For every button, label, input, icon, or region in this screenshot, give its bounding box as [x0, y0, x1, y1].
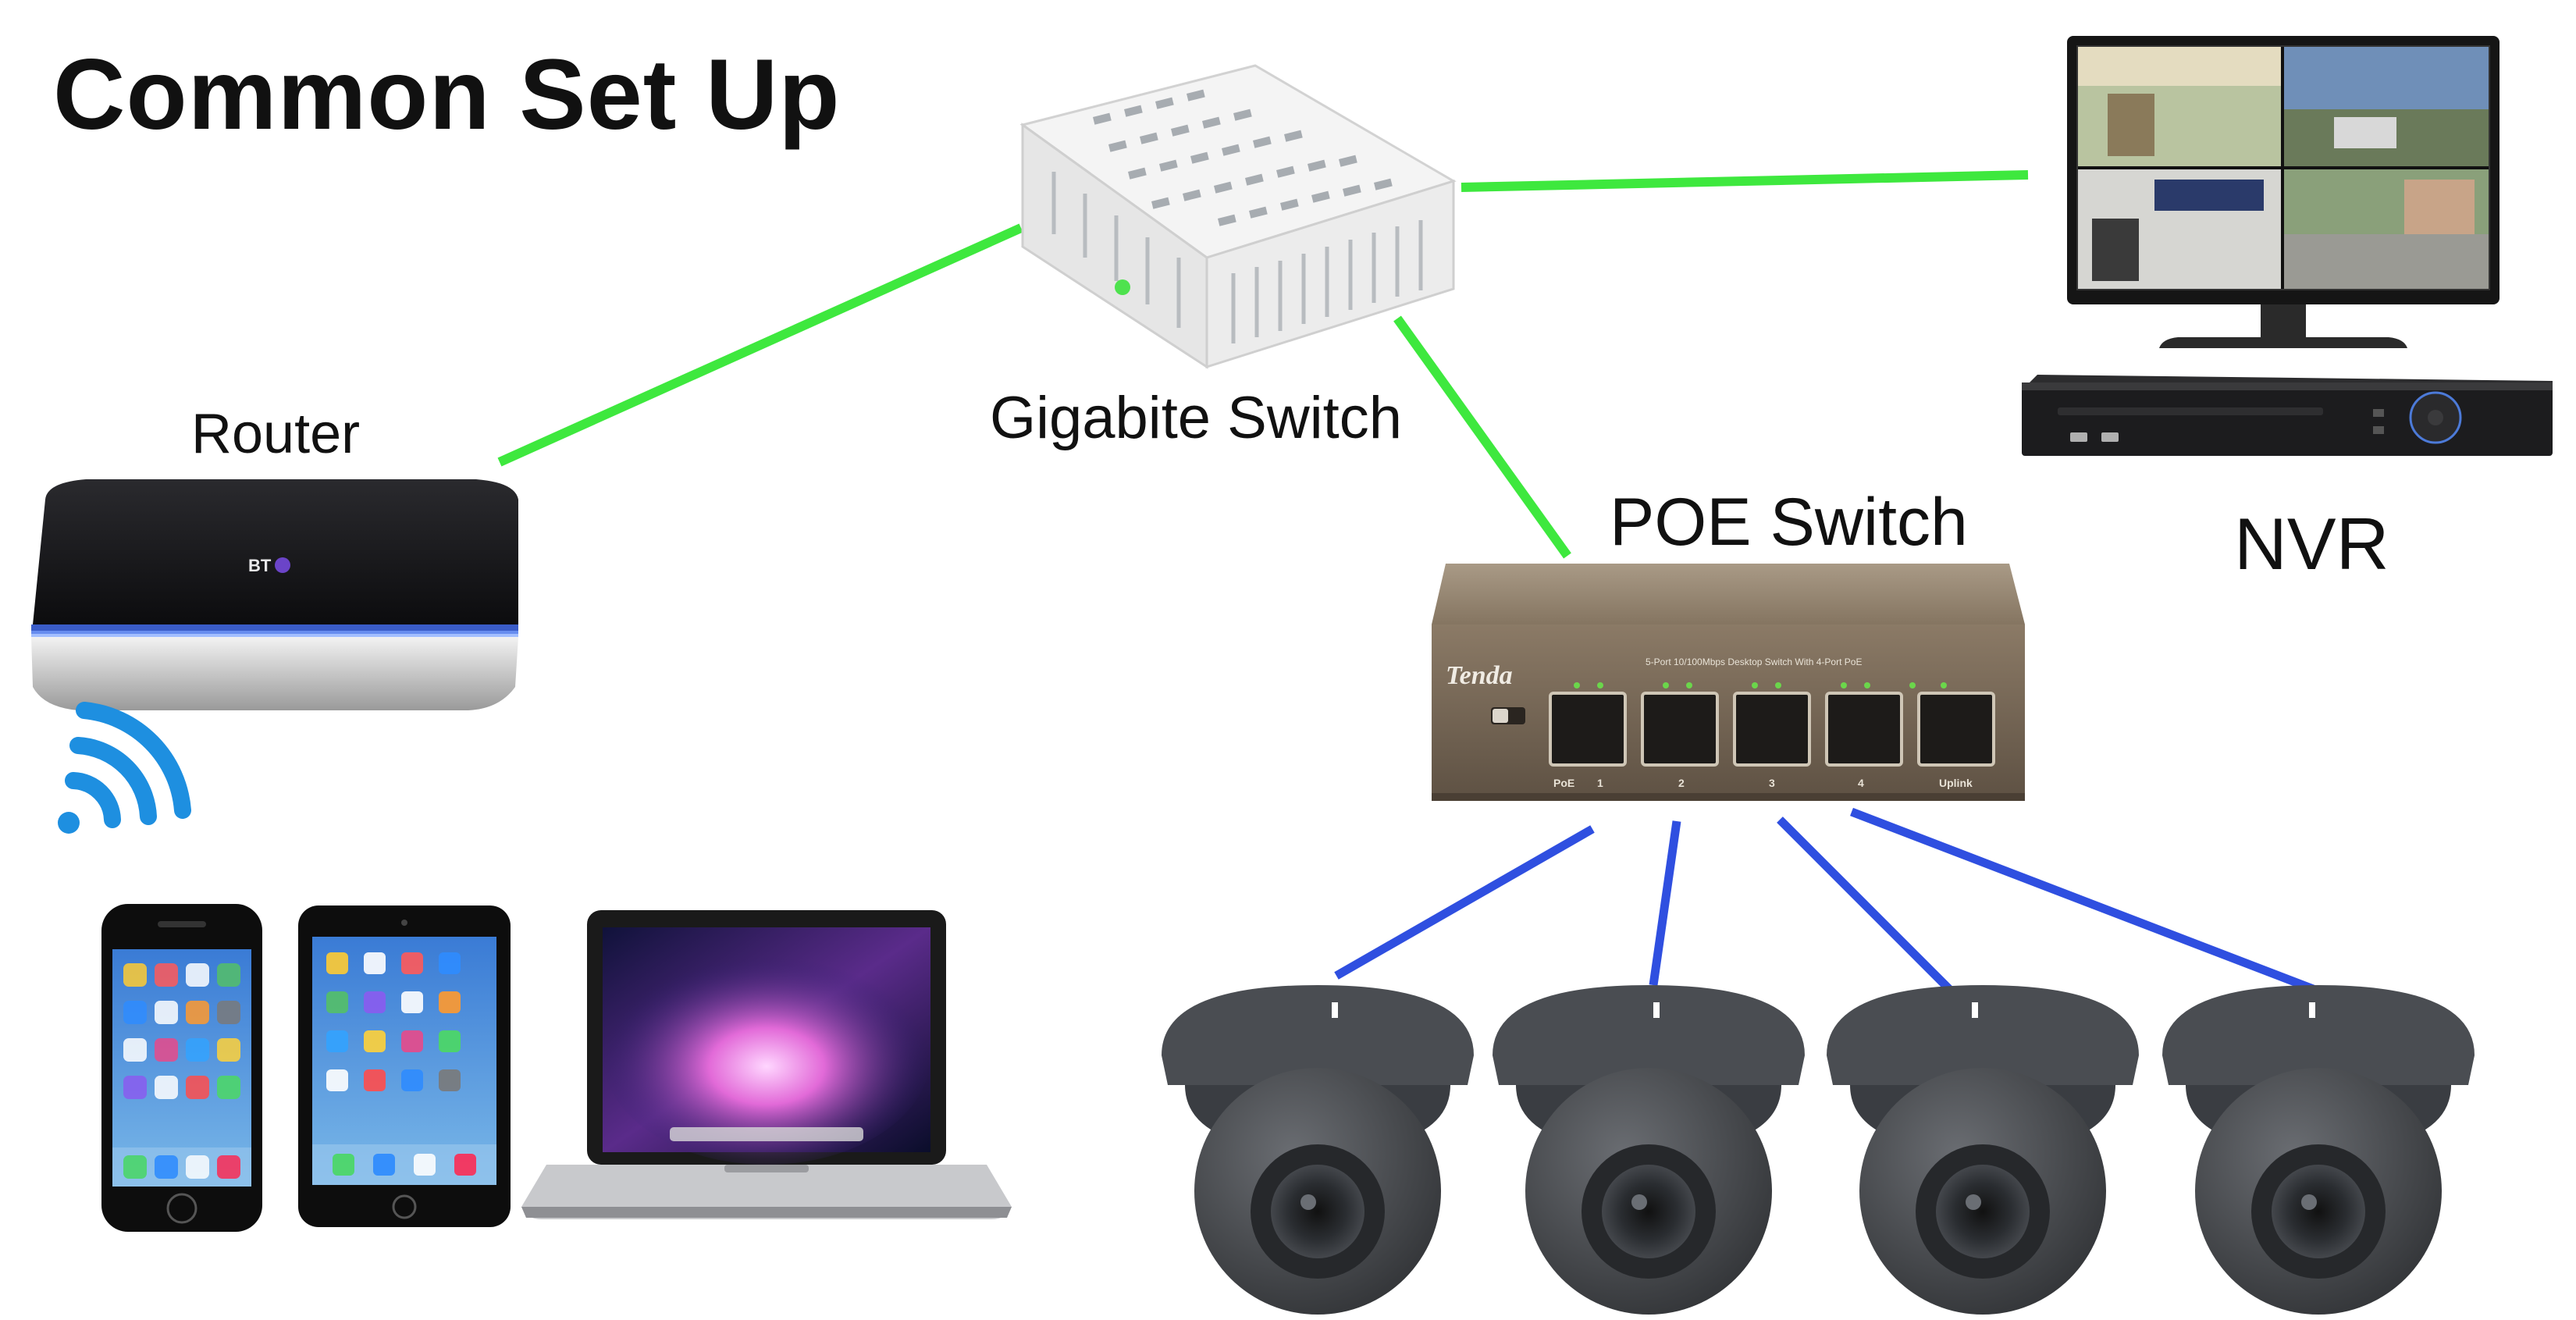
gigabit-switch-label: Gigabite Switch	[990, 385, 1403, 451]
wifi-icon	[58, 702, 191, 834]
ethernet-port-4	[1825, 692, 1903, 767]
gigabit-switch-icon	[1019, 64, 1457, 369]
laptop-icon	[521, 910, 1012, 1219]
smartphone-icon	[101, 904, 262, 1232]
dome-camera-3	[1827, 985, 2139, 1315]
nvr-box-icon	[2022, 375, 2553, 456]
link-gigabit-poe	[1393, 315, 1571, 559]
dome-camera-1	[1162, 985, 1474, 1315]
port-label-poe: PoE	[1553, 777, 1574, 789]
router-brand-logo: BT	[248, 556, 272, 575]
connections	[497, 170, 2317, 998]
link-router-gigabit	[497, 223, 1023, 467]
link-poe-camera-1	[1334, 825, 1595, 980]
poe-panel-text: 5-Port 10/100Mbps Desktop Switch With 4-…	[1646, 656, 1862, 667]
router-label: Router	[191, 403, 361, 465]
poe-switch-label: POE Switch	[1610, 485, 1968, 560]
link-poe-camera-4	[1850, 807, 2317, 994]
page-title: Common Set Up	[53, 39, 841, 151]
link-poe-camera-3	[1777, 817, 1958, 998]
nvr-label: NVR	[2234, 503, 2389, 585]
tablet-icon	[298, 905, 511, 1227]
rj45-ports	[1549, 692, 1995, 767]
router-icon: BT	[31, 479, 518, 710]
dome-camera-4	[2162, 985, 2475, 1315]
ethernet-port-3	[1733, 692, 1811, 767]
port-label-4: 4	[1858, 777, 1864, 789]
poe-brand-logo: Tenda	[1446, 661, 1513, 690]
dome-camera-2	[1493, 985, 1805, 1315]
link-gigabit-nvr	[1461, 170, 2029, 192]
monitor-icon	[2067, 36, 2500, 348]
port-label-1: 1	[1597, 777, 1603, 789]
cctv-feed-grid	[2078, 47, 2489, 289]
ethernet-port-uplink	[1917, 692, 1995, 767]
port-label-2: 2	[1678, 777, 1685, 789]
ethernet-port-1	[1549, 692, 1627, 767]
status-led-icon	[1115, 279, 1130, 295]
ethernet-port-2	[1641, 692, 1719, 767]
poe-switch-icon: Tenda 5-Port 10/100Mbps Desktop Switch W…	[1432, 564, 2025, 801]
port-label-3: 3	[1769, 777, 1775, 789]
link-poe-camera-2	[1649, 820, 1681, 986]
port-label-uplink: Uplink	[1939, 777, 1973, 789]
